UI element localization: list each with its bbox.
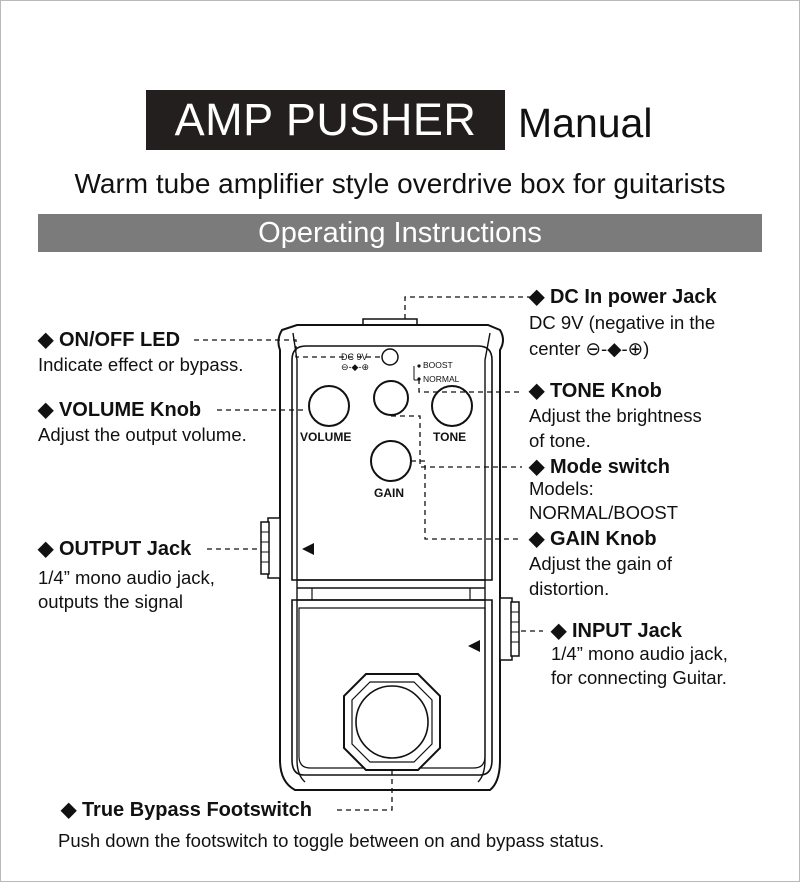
callout-dc-in: ◆ DC In power Jack bbox=[529, 285, 717, 309]
normal-label: NORMAL bbox=[423, 374, 460, 384]
on-off-led-title: ON/OFF LED bbox=[58, 329, 181, 351]
output-title: OUTPUT Jack bbox=[58, 538, 192, 560]
input-desc-2: for connecting Guitar. bbox=[551, 667, 727, 688]
footswitch-title: True Bypass Footswitch bbox=[81, 799, 312, 821]
input-desc-1: 1/4” mono audio jack, bbox=[551, 643, 728, 664]
tone-knob bbox=[431, 385, 473, 427]
page-title-suffix: Manual bbox=[518, 100, 653, 146]
page-title: AMP PUSHER bbox=[174, 94, 477, 145]
diamond-bullet-icon: ◆ bbox=[38, 399, 59, 421]
boost-label: BOOST bbox=[423, 360, 453, 370]
mode-switch bbox=[373, 380, 409, 416]
page-subtitle: Warm tube amplifier style overdrive box … bbox=[74, 168, 726, 199]
gain-title: GAIN Knob bbox=[549, 528, 657, 550]
tone-desc-1: Adjust the brightness bbox=[529, 405, 702, 426]
dc-in-desc-2: center ⊖-◆-⊕) bbox=[529, 338, 650, 359]
output-desc-1: 1/4” mono audio jack, bbox=[38, 567, 215, 588]
input-jack bbox=[499, 597, 520, 661]
volume-knob-label: VOLUME bbox=[300, 430, 352, 444]
output-arrow-icon bbox=[302, 543, 314, 555]
mode-desc-1: Models: bbox=[529, 478, 594, 499]
gain-desc-2: distortion. bbox=[529, 578, 610, 599]
title-background bbox=[146, 90, 505, 150]
callout-volume: ◆ VOLUME Knob bbox=[38, 398, 201, 422]
mode-title: Mode switch bbox=[549, 456, 670, 478]
polarity-icon: ⊖-◆-⊕ bbox=[341, 362, 369, 372]
diamond-bullet-icon: ◆ bbox=[529, 380, 550, 402]
pedal-body bbox=[277, 324, 504, 791]
input-arrow-icon bbox=[468, 640, 480, 652]
tone-title: TONE Knob bbox=[549, 380, 662, 402]
dc-label: DC 9V bbox=[341, 352, 368, 362]
diamond-bullet-icon: ◆ bbox=[551, 620, 572, 642]
input-title: INPUT Jack bbox=[571, 620, 682, 642]
callout-input: ◆ INPUT Jack bbox=[551, 619, 682, 643]
callout-gain: ◆ GAIN Knob bbox=[529, 527, 657, 551]
volume-desc: Adjust the output volume. bbox=[38, 424, 247, 445]
on-off-led bbox=[381, 348, 399, 366]
diamond-bullet-icon: ◆ bbox=[529, 456, 550, 478]
diamond-bullet-icon: ◆ bbox=[38, 329, 59, 351]
callout-tone: ◆ TONE Knob bbox=[529, 379, 662, 403]
section-bar bbox=[38, 214, 762, 252]
dc-in-title: DC In power Jack bbox=[549, 286, 717, 308]
volume-title: VOLUME Knob bbox=[58, 399, 202, 421]
mode-desc-2: NORMAL/BOOST bbox=[529, 502, 679, 523]
dc-in-desc-1: DC 9V (negative in the bbox=[529, 312, 716, 333]
on-off-led-desc: Indicate effect or bypass. bbox=[38, 354, 244, 375]
footswitch-button bbox=[355, 685, 429, 759]
gain-desc-1: Adjust the gain of bbox=[529, 553, 672, 574]
upper-panel bbox=[291, 345, 493, 581]
diamond-bullet-icon: ◆ bbox=[38, 538, 59, 560]
diamond-bullet-icon: ◆ bbox=[529, 528, 550, 550]
callout-on-off-led: ◆ ON/OFF LED bbox=[38, 328, 180, 352]
callout-footswitch: ◆ True Bypass Footswitch bbox=[61, 798, 312, 822]
callout-output: ◆ OUTPUT Jack bbox=[38, 537, 191, 561]
volume-knob bbox=[308, 385, 350, 427]
diamond-bullet-icon: ◆ bbox=[529, 286, 550, 308]
section-heading: Operating Instructions bbox=[258, 217, 542, 249]
callout-mode: ◆ Mode switch bbox=[529, 455, 670, 479]
lower-panel bbox=[291, 599, 493, 776]
tone-desc-2: of tone. bbox=[529, 430, 591, 451]
tone-knob-label: TONE bbox=[433, 430, 467, 444]
footswitch-desc: Push down the footswitch to toggle betwe… bbox=[58, 830, 605, 851]
output-desc-2: outputs the signal bbox=[38, 591, 184, 612]
gain-knob-label: GAIN bbox=[374, 486, 404, 500]
diamond-bullet-icon: ◆ bbox=[61, 799, 82, 821]
output-jack bbox=[260, 517, 281, 579]
gain-knob bbox=[370, 440, 412, 482]
